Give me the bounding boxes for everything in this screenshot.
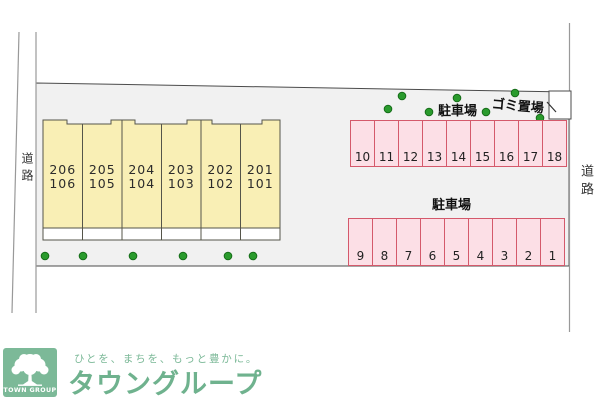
footer-branding: TOWN GROUP ひとを、まちを、もっと豊かに。 タウングループ <box>0 340 600 400</box>
brand-name: タウングループ <box>68 369 263 400</box>
parking-space: 12 <box>398 120 423 167</box>
town-group-logo: TOWN GROUP <box>3 348 57 397</box>
tree-icon <box>40 251 50 261</box>
unit-201-101: 201 101 <box>241 163 281 190</box>
unit-lower-number: 104 <box>128 175 156 191</box>
tree-icon <box>397 91 407 101</box>
parking-space-number: 1 <box>548 249 557 263</box>
parking-space-number: 2 <box>524 249 533 263</box>
unit-lower-number: 101 <box>246 175 274 191</box>
parking-space: 16 <box>494 120 519 167</box>
parking-space: 6 <box>420 218 445 266</box>
parking-space: 8 <box>372 218 397 266</box>
unit-205-105: 205 105 <box>83 163 123 190</box>
tree-icon <box>510 88 520 98</box>
unit-204-104: 204 104 <box>122 163 162 190</box>
tree-icon <box>383 104 393 114</box>
parking-space-number: 18 <box>546 150 563 164</box>
unit-lower-number: 102 <box>207 175 235 191</box>
parking-space: 7 <box>396 218 421 266</box>
unit-upper-number: 205 <box>88 162 116 177</box>
tree-icon <box>424 107 434 117</box>
parking-space: 17 <box>518 120 543 167</box>
parking-space: 11 <box>374 120 399 167</box>
parking-label-top: 駐車場 <box>438 104 478 119</box>
unit-202-102: 202 102 <box>201 163 241 190</box>
unit-upper-number: 206 <box>49 162 77 177</box>
parking-space-number: 14 <box>450 150 467 164</box>
parking-space-number: 13 <box>426 150 443 164</box>
unit-lower-number: 106 <box>49 175 77 191</box>
road-lines <box>11 23 571 332</box>
parking-space: 3 <box>492 218 517 266</box>
parking-space: 5 <box>444 218 469 266</box>
tree-icon <box>178 251 188 261</box>
parking-label-bottom: 駐車場 <box>432 198 472 213</box>
tree-icon <box>248 251 258 261</box>
tree-icon <box>452 93 462 103</box>
parking-space-number: 7 <box>404 249 413 263</box>
unit-dividers <box>82 120 241 240</box>
parking-row-top: 10 11 12 13 14 15 16 17 18 <box>350 120 567 167</box>
unit-206-106: 206 106 <box>43 163 83 190</box>
parking-space: 1 <box>540 218 565 266</box>
garbage-area-box <box>548 90 572 120</box>
parking-space: 9 <box>348 218 373 266</box>
road-label-left: 道路 <box>20 152 34 186</box>
parking-space-number: 16 <box>498 150 515 164</box>
unit-upper-number: 203 <box>167 162 195 177</box>
tree-icon <box>481 107 491 117</box>
parking-space-number: 15 <box>474 150 491 164</box>
parking-space-number: 6 <box>428 249 437 263</box>
parking-space-number: 17 <box>522 150 539 164</box>
unit-203-103: 203 103 <box>162 163 202 190</box>
parking-space-number: 4 <box>476 249 485 263</box>
parking-space: 4 <box>468 218 493 266</box>
parking-space: 10 <box>350 120 375 167</box>
parking-space: 2 <box>516 218 541 266</box>
parking-row-bottom: 9 8 7 6 5 4 3 2 1 <box>348 218 565 266</box>
tree-icon <box>223 251 233 261</box>
parking-space-number: 9 <box>356 249 365 263</box>
unit-upper-number: 204 <box>128 162 156 177</box>
unit-upper-number: 201 <box>246 162 274 177</box>
parking-space-number: 5 <box>452 249 461 263</box>
parking-space-number: 10 <box>354 150 371 164</box>
tree-icon <box>78 251 88 261</box>
building-unit-labels: 206 106 205 105 204 104 203 103 202 102 … <box>43 163 280 190</box>
parking-space: 14 <box>446 120 471 167</box>
unit-lower-number: 103 <box>167 175 195 191</box>
tree-logo-icon <box>11 354 49 386</box>
parking-space: 15 <box>470 120 495 167</box>
parking-space: 13 <box>422 120 447 167</box>
garbage-pointer-line <box>546 101 557 113</box>
unit-upper-number: 202 <box>207 162 235 177</box>
parking-space-number: 11 <box>378 150 395 164</box>
parking-space-number: 8 <box>380 249 389 263</box>
brand-tagline: ひとを、まちを、もっと豊かに。 <box>74 353 259 365</box>
tree-icon <box>128 251 138 261</box>
unit-lower-number: 105 <box>88 175 116 191</box>
parking-space-number: 3 <box>500 249 509 263</box>
road-label-right: 道路 <box>578 164 593 200</box>
logo-caption: TOWN GROUP <box>3 387 57 394</box>
parking-space-number: 12 <box>402 150 419 164</box>
tree-icons <box>40 88 545 261</box>
parking-space: 18 <box>542 120 567 167</box>
site-plan-map: 206 106 205 105 204 104 203 103 202 102 … <box>11 23 593 332</box>
